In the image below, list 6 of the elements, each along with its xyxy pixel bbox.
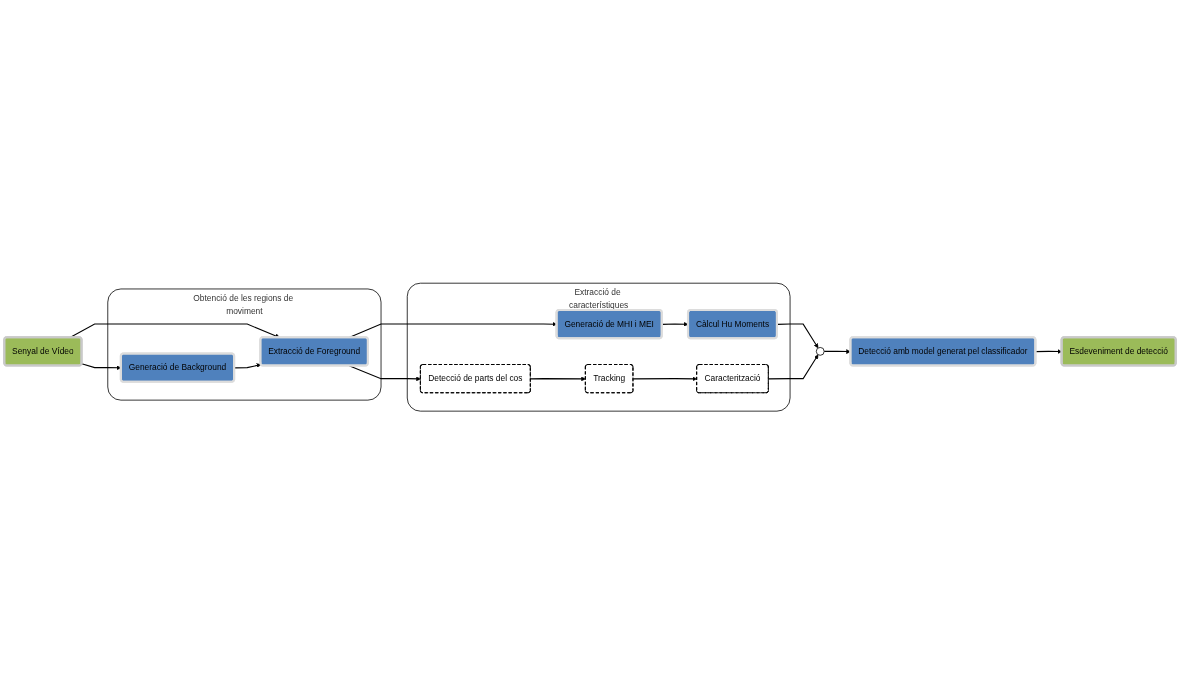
arrow (530, 376, 586, 382)
node-circle (815, 347, 825, 357)
arrow (661, 322, 689, 327)
arrow (768, 354, 819, 380)
arrow (823, 349, 851, 355)
arrow (776, 323, 819, 349)
